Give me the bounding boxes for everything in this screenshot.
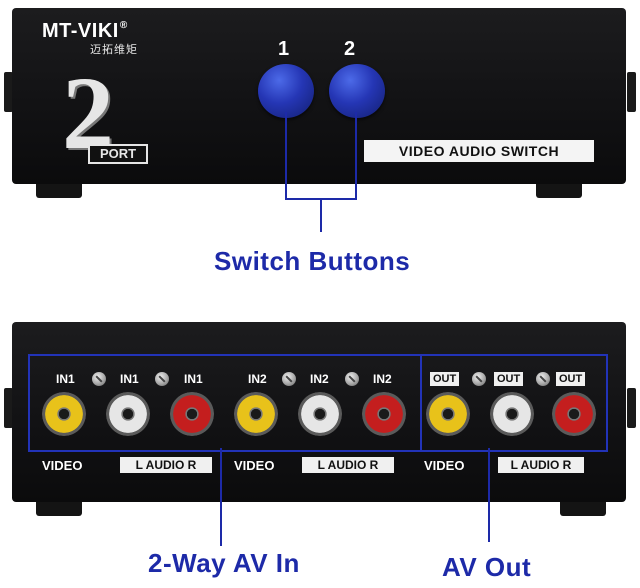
rear-foot-right (560, 498, 606, 516)
in2-right-label: IN2 (373, 372, 392, 386)
av-out-group-outline (420, 354, 608, 452)
switch-button-2[interactable] (329, 64, 385, 118)
in2-left-label: IN2 (310, 372, 329, 386)
rca-jack-in1-right[interactable] (170, 392, 214, 436)
rca-jack-in2-left[interactable] (298, 392, 342, 436)
callout-line-stem (320, 198, 322, 232)
out-right-label: OUT (556, 372, 586, 386)
screw-3 (282, 372, 296, 386)
front-foot-left (36, 180, 82, 198)
in1-right-label: IN1 (184, 372, 203, 386)
rca-jack-out-video[interactable] (426, 392, 470, 436)
switch-buttons-callout: Switch Buttons (214, 246, 411, 276)
brand-name: MT-VIKI (42, 20, 119, 42)
video-label-out: VIDEO (424, 458, 465, 473)
av-out-callout-line (488, 448, 490, 542)
screw-5 (472, 372, 486, 386)
audio-label-in2: L AUDIO R (302, 457, 394, 473)
callout-line-button-2 (355, 112, 357, 200)
port-word-label: PORT (88, 144, 148, 164)
out-left-label: OUT (494, 372, 524, 386)
brand-logo: MT-VIKI® (42, 20, 128, 43)
audio-label-in1: L AUDIO R (120, 457, 212, 473)
screw-2 (155, 372, 169, 386)
rca-jack-out-right[interactable] (552, 392, 596, 436)
in2-video-label: IN2 (248, 372, 267, 386)
brand-chinese-name: 迈拓维矩 (90, 44, 138, 56)
av-out-callout: AV Out (442, 552, 532, 582)
callout-line-button-1 (285, 112, 287, 200)
button-1-number: 1 (278, 38, 290, 60)
av-in-group-outline (28, 354, 422, 452)
in1-video-label: IN1 (56, 372, 75, 386)
video-audio-switch-label: VIDEO AUDIO SWITCH (364, 140, 594, 162)
av-in-callout: 2-Way AV In (148, 548, 300, 578)
rear-right-tab (627, 388, 636, 428)
rca-jack-in2-video[interactable] (234, 392, 278, 436)
screw-1 (92, 372, 106, 386)
switch-button-1[interactable] (258, 64, 314, 118)
video-label-in1: VIDEO (42, 458, 83, 473)
front-foot-right (536, 180, 582, 198)
in1-left-label: IN1 (120, 372, 139, 386)
front-right-tab (627, 72, 636, 112)
front-left-tab (4, 72, 13, 112)
rear-foot-left (36, 498, 82, 516)
av-in-callout-line (220, 448, 222, 546)
rca-jack-in1-left[interactable] (106, 392, 150, 436)
registered-mark: ® (119, 20, 128, 31)
screw-4 (345, 372, 359, 386)
button-2-number: 2 (344, 38, 356, 60)
rca-jack-out-left[interactable] (490, 392, 534, 436)
rca-jack-in1-video[interactable] (42, 392, 86, 436)
rca-jack-in2-right[interactable] (362, 392, 406, 436)
screw-6 (536, 372, 550, 386)
audio-label-out: L AUDIO R (498, 457, 584, 473)
rear-left-tab (4, 388, 13, 428)
video-label-in2: VIDEO (234, 458, 275, 473)
out-video-label: OUT (430, 372, 460, 386)
